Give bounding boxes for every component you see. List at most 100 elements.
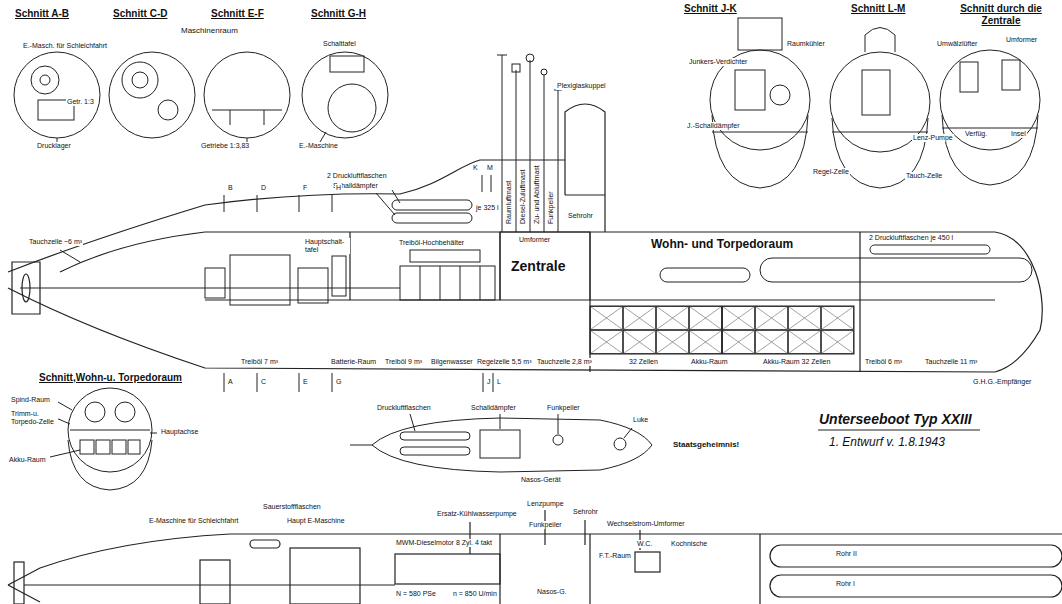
torpedo-tube <box>60 250 80 262</box>
hull-plan-view <box>8 534 1062 585</box>
section-circle <box>132 72 148 88</box>
section-circle <box>770 85 790 105</box>
section-letter: J <box>486 378 492 386</box>
section-mark <box>224 175 493 392</box>
machinery <box>332 256 346 296</box>
section-mark <box>224 373 493 392</box>
section-circle <box>710 18 1040 188</box>
section-circle <box>712 132 808 133</box>
section-heading: Schnitt C-D <box>112 8 168 20</box>
mast-label: Zu- und Abluftmast <box>533 164 541 225</box>
section-mark <box>224 195 332 212</box>
tank-label: 32 Zellen <box>628 358 659 366</box>
part-label: Lenzpumpe <box>526 500 565 508</box>
part-label: Umwälzlüfter <box>936 40 978 48</box>
part-label: Umformer <box>1005 36 1038 44</box>
machinery <box>500 232 590 300</box>
section-circle <box>112 440 126 454</box>
part-label: Nasos-G. <box>536 588 568 596</box>
battery-cells <box>721 306 722 354</box>
hull-top-view <box>553 435 563 445</box>
room-label: Kochnische <box>670 540 708 548</box>
part-label: Treiböl-Hochbehälter <box>398 239 465 247</box>
hull-side-view <box>8 104 1042 372</box>
section-circle <box>122 62 158 98</box>
section-heading: Schnitt A-B <box>14 8 70 20</box>
part-label: Luke <box>632 416 649 424</box>
torpedo-tube <box>760 258 1032 282</box>
part-label: Regel-Zelle <box>812 168 850 176</box>
hull-plan-view <box>250 540 280 548</box>
section-circle <box>302 52 388 138</box>
part-label: Drucklager <box>36 142 72 150</box>
section-circle <box>80 440 94 454</box>
section-heading: Schnitt durch die Zentrale <box>955 3 1047 26</box>
part-label: Druckluftflaschen <box>376 404 432 412</box>
part-label: Getriebe 1:3,83 <box>200 142 250 150</box>
engine-label: N = 580 PSe <box>395 590 437 598</box>
section-letter: M <box>486 164 494 172</box>
part-label: Trimm-u. Torpedo-Zelle <box>10 410 58 426</box>
tank-label: Treiböl 9 m³ <box>384 358 423 366</box>
hull-side-view <box>205 231 995 232</box>
hull-side-view <box>205 299 995 300</box>
part-label: Verfüg. <box>964 130 988 138</box>
part-label: G.H.G.-Empfänger <box>972 378 1032 386</box>
section-circle <box>128 440 140 454</box>
machinery <box>400 266 495 300</box>
part-label: Nasos-Gerät <box>520 476 562 484</box>
section-circle <box>1002 60 1020 90</box>
section-letter: E <box>302 378 309 386</box>
tube-label: Rohr I <box>835 580 856 588</box>
torpedo-tube <box>660 268 750 282</box>
part-label: Getr. 1:3 <box>66 98 95 106</box>
part-label: Funkpeiler <box>528 521 563 529</box>
section-circle <box>158 100 178 120</box>
part-label: Sauerstoffflaschen <box>262 503 322 511</box>
part-label: 2 Druckluftflaschen <box>326 172 388 180</box>
section-letter: F <box>302 184 308 192</box>
part-label: je 325 l <box>475 204 500 212</box>
section-circle <box>31 66 59 94</box>
battery-cells <box>590 306 854 354</box>
hull-plan-view <box>770 575 1062 597</box>
hull-side-view <box>565 194 605 195</box>
part-label: Schalldämpfer <box>470 404 517 412</box>
section-mark <box>482 175 491 192</box>
section-letter: C <box>260 378 267 386</box>
section-circle <box>328 84 376 132</box>
part-label: Schalttafel <box>322 40 357 48</box>
room-label: Maschinenraum <box>180 26 239 35</box>
section-circle <box>68 440 152 490</box>
tank-label: Treiböl 6 m³ <box>864 358 903 366</box>
section-heading: Schnitt J-K <box>683 3 738 15</box>
part-label: Sehrohr <box>567 212 594 220</box>
tank-label: Akku-Raum <box>690 358 729 366</box>
mast-label: Funkpeiler <box>547 190 555 225</box>
part-label: E-Maschine für Schleichfahrt <box>148 517 239 525</box>
hull-top-view <box>400 447 470 455</box>
section-heading: Schnitt G-H <box>310 8 367 20</box>
section-circle <box>738 18 782 50</box>
section-circle <box>204 52 290 138</box>
section-circle <box>960 62 978 92</box>
section-circle <box>70 430 150 431</box>
mast <box>512 64 520 72</box>
engine-label: MWM-Dieselmotor 8 Zyl. 4 takt <box>395 539 493 547</box>
section-letter: D <box>260 184 267 192</box>
part-label: Insel <box>1010 130 1027 138</box>
machinery <box>420 266 480 300</box>
section-circle <box>50 402 157 457</box>
part-label: Hauptachse <box>160 428 199 436</box>
hull-plan-view <box>14 562 24 604</box>
part-label: Tauchzelle ~6 m³ <box>28 238 83 246</box>
hull-side-view <box>22 274 30 302</box>
mast-label: Diesel-Zuluftmast <box>519 169 527 225</box>
section-circle <box>735 70 765 110</box>
section-letter: H <box>335 184 342 192</box>
mast <box>497 54 562 232</box>
machinery <box>205 268 225 298</box>
section-circle <box>40 75 50 85</box>
hull-plan-view <box>200 560 230 604</box>
